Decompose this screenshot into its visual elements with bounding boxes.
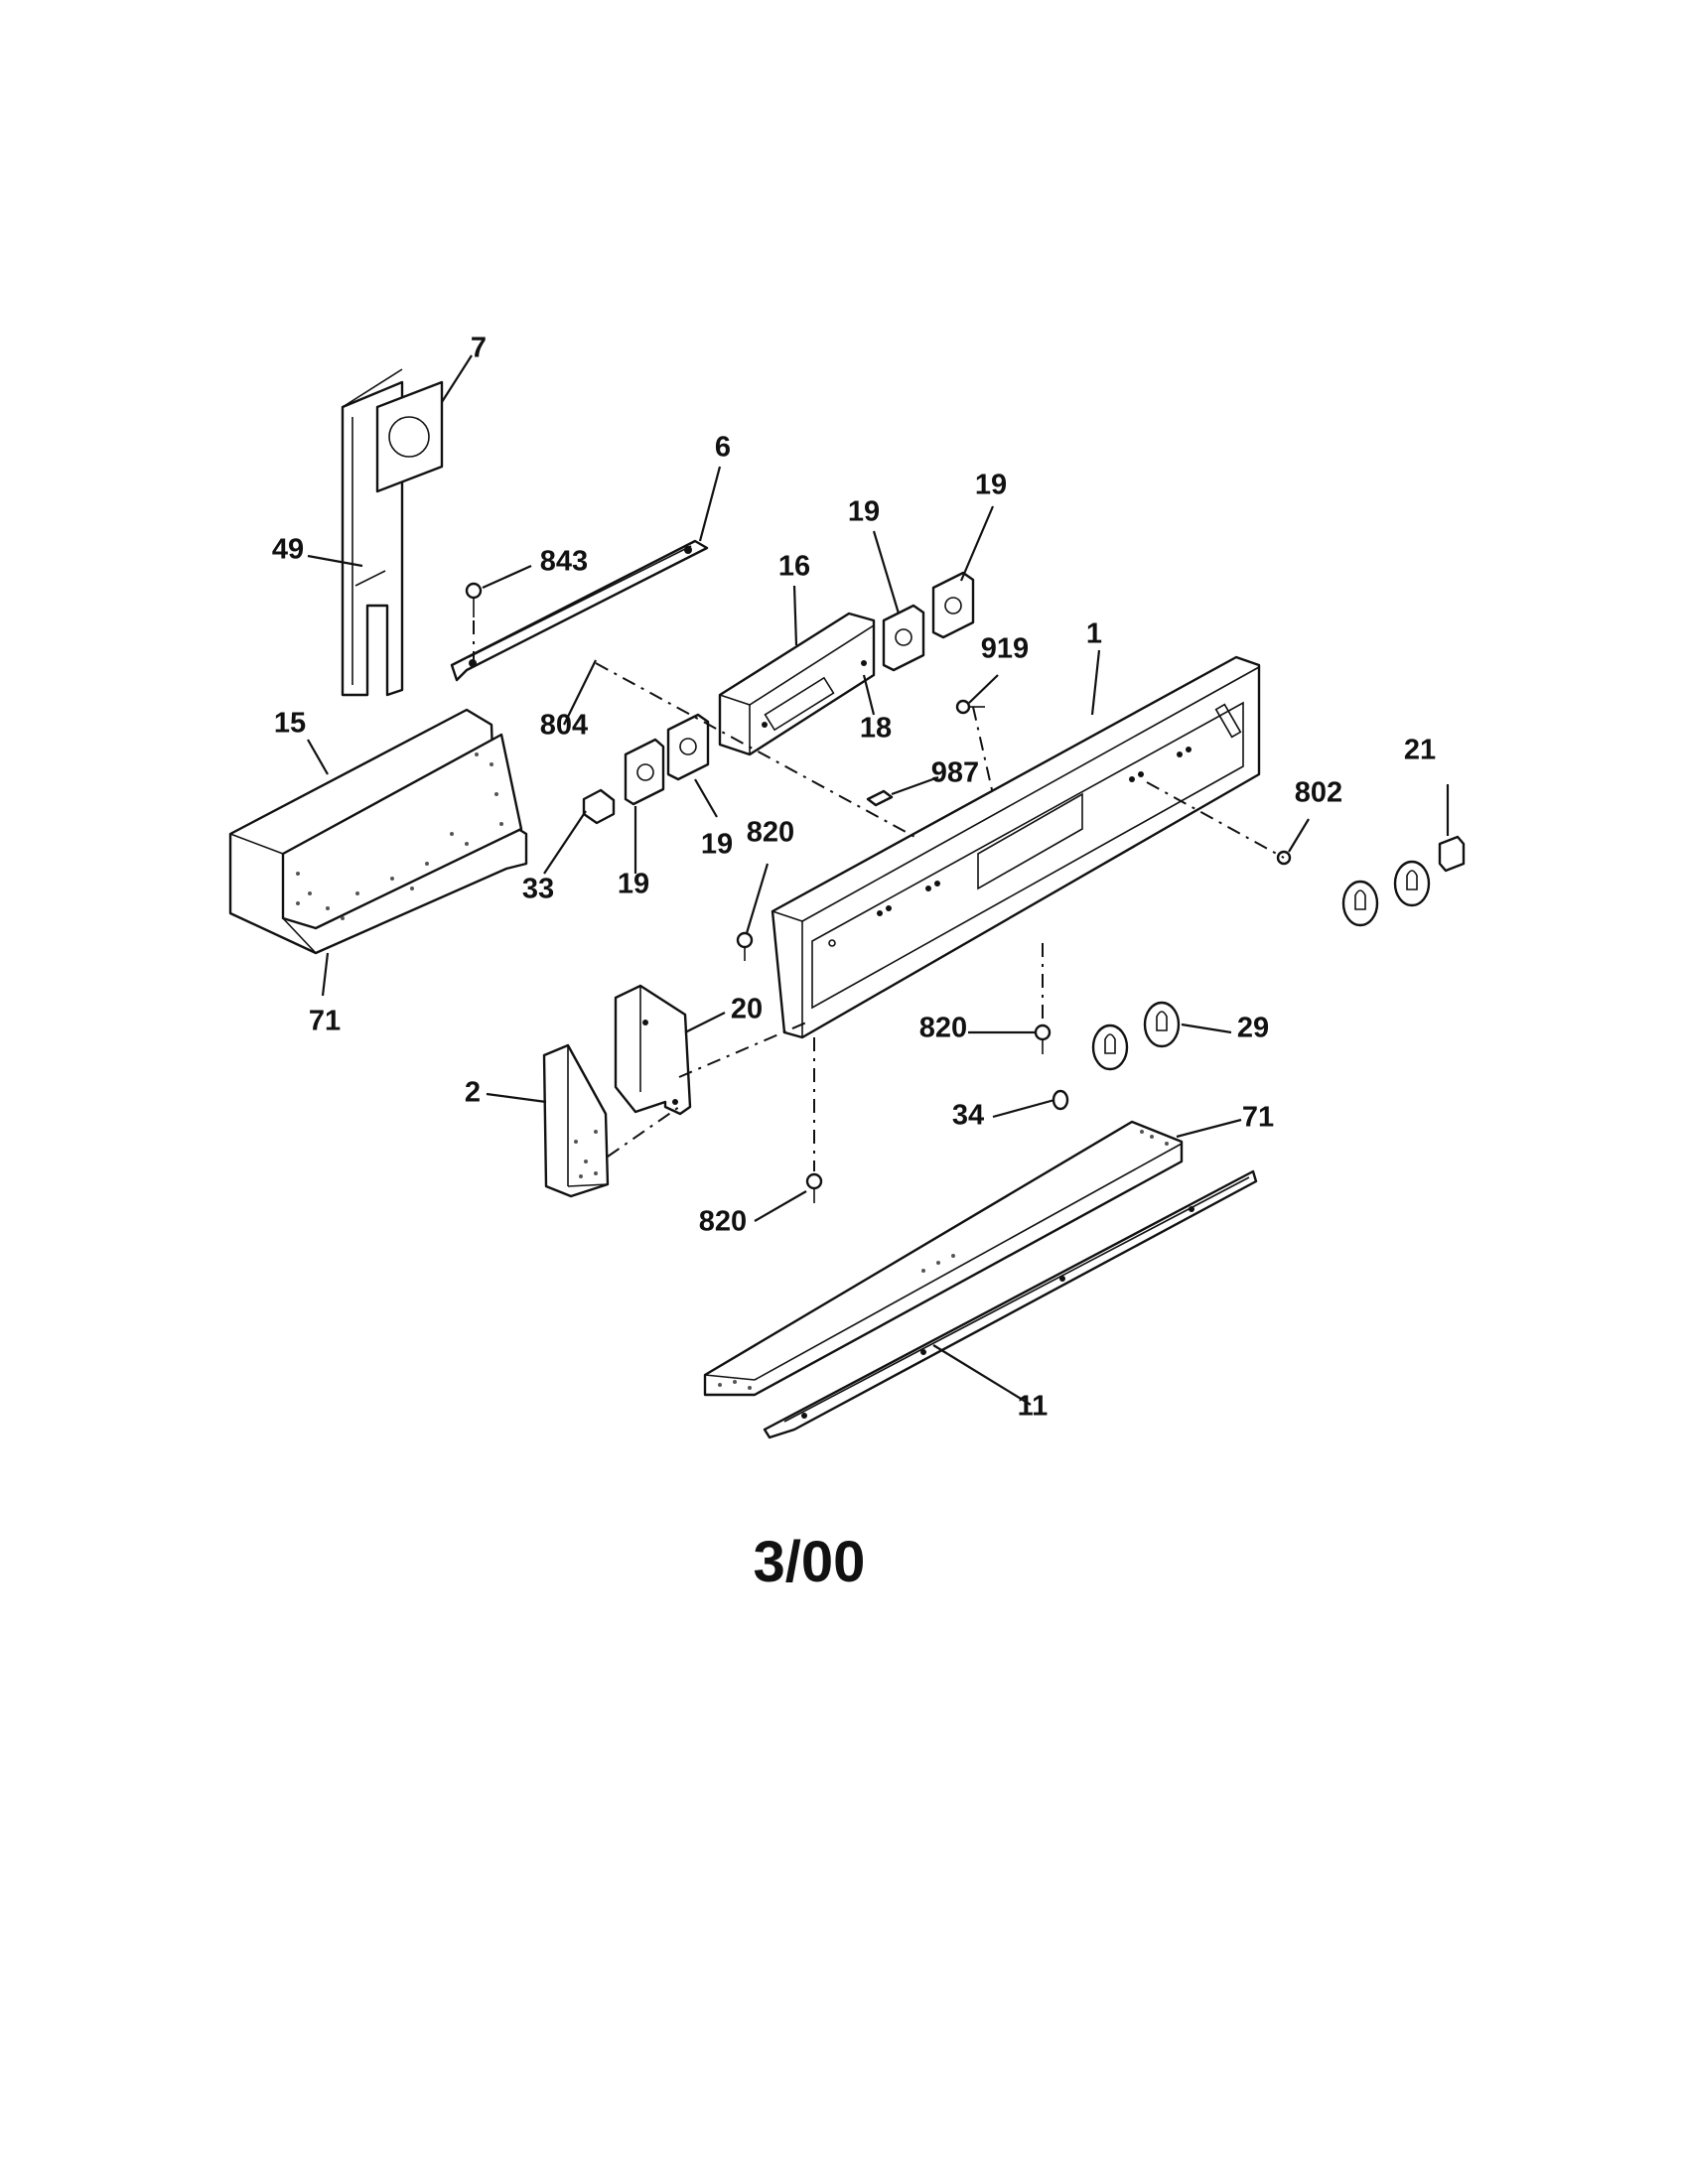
callout-6: 6 [715,432,731,464]
callout-49: 49 [272,534,304,566]
callout-34: 34 [952,1100,984,1132]
part-2-endcap [542,1043,610,1198]
callout-19-top-left: 19 [848,496,880,528]
callout-2: 2 [465,1077,481,1109]
callout-71-right: 71 [1242,1102,1274,1134]
callout-19-mid-left: 19 [618,869,649,900]
callout-843: 843 [540,546,588,578]
part-19-switch-top-right [931,571,975,639]
screw-919 [955,699,985,715]
part-11-trim [763,1169,1258,1439]
callout-19-top-right: 19 [975,470,1007,501]
part-987-clip [866,789,894,807]
callout-820-bottom: 820 [699,1206,747,1238]
callout-919: 919 [981,633,1029,665]
callout-15: 15 [274,708,306,740]
callout-820-mid: 820 [919,1013,967,1044]
part-7-bracket [341,368,444,697]
screw-820-bottom [805,1172,823,1203]
callout-820-top: 820 [747,817,794,849]
part-19-switch-mid-left [624,738,665,806]
callout-1: 1 [1086,618,1102,650]
knob-right-2 [1393,860,1431,907]
callout-20: 20 [731,994,763,1025]
callout-18: 18 [860,713,892,745]
diagram-date-code: 3/00 [753,1530,866,1594]
part-19-switch-top-left [882,604,925,672]
callout-29: 29 [1237,1013,1269,1044]
leader-lines [307,354,1450,1406]
callout-802: 802 [1295,777,1342,809]
callout-804: 804 [540,710,588,742]
part-1-backguard [771,655,1261,1039]
callout-21: 21 [1404,735,1436,766]
callout-987: 987 [931,757,979,789]
part-15-channel [228,708,528,955]
screw-820-top [736,931,754,961]
part-19-switch-mid-right [666,713,710,781]
callouts: 7 6 49 843 16 19 19 919 1 18 15 804 21 9… [272,333,1436,1423]
callout-19-mid-right: 19 [701,829,733,861]
part-34-spacer [1052,1089,1069,1111]
part-20-bracket [614,984,692,1116]
knob-29-a [1091,1024,1129,1071]
screw-820-mid [1034,1024,1052,1054]
knob-29-b [1143,1001,1181,1048]
callout-16: 16 [778,551,810,583]
callout-33: 33 [522,874,554,905]
part-33-switch [582,788,616,825]
part-21-clip [1438,835,1466,873]
part-71-bottom-channel [703,1120,1184,1397]
callout-71-left: 71 [309,1006,341,1037]
knob-right-1 [1341,880,1379,927]
callout-11: 11 [1018,1391,1049,1423]
callout-7: 7 [471,333,487,364]
assembly-lines [473,620,1285,1171]
screw-843 [465,582,483,617]
